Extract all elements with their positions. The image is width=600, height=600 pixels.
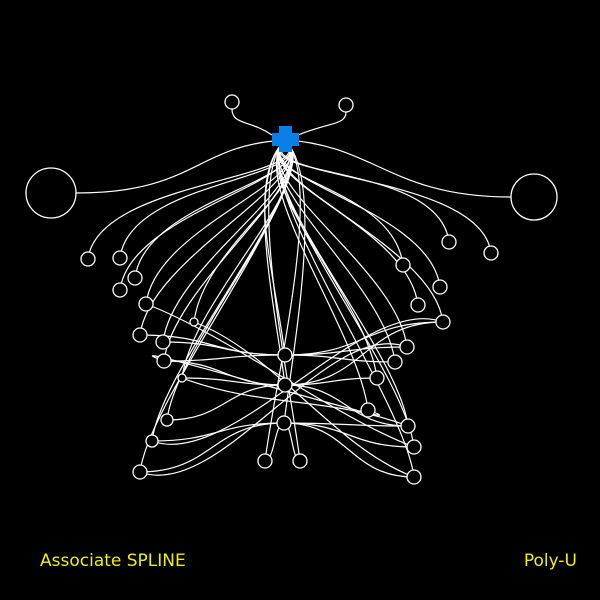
spline-curve (284, 321, 444, 386)
spline-curve (275, 139, 369, 411)
node-circle[interactable] (387, 354, 403, 370)
node-circle[interactable] (406, 439, 422, 455)
node-circle[interactable] (132, 327, 148, 343)
spline-curve (163, 139, 293, 362)
hub-node-circle[interactable] (276, 415, 292, 431)
node-circle[interactable] (127, 270, 143, 286)
spline-curve (284, 377, 378, 386)
spline-curve (139, 422, 285, 473)
node-circle[interactable] (189, 317, 199, 327)
spline-curve (119, 139, 291, 259)
node-circle[interactable] (292, 453, 308, 469)
spline-curve (278, 139, 415, 478)
node-circle[interactable] (177, 373, 187, 383)
node-circle[interactable] (156, 353, 172, 369)
node-circle[interactable] (400, 418, 416, 434)
spline-curve (139, 139, 292, 336)
node-circle[interactable] (441, 234, 457, 250)
spline-curve (151, 318, 444, 445)
spline-curve (278, 139, 415, 448)
node-circle[interactable] (112, 282, 128, 298)
spline-curve (162, 341, 286, 356)
node-circle[interactable] (369, 370, 385, 386)
node-circle[interactable] (224, 94, 240, 110)
spline-curve (284, 384, 409, 427)
node-circle[interactable] (435, 314, 451, 330)
node-circle[interactable] (160, 413, 174, 427)
spline-curve (181, 377, 409, 427)
hub-node-circle[interactable] (277, 377, 293, 393)
spline-curve (231, 108, 273, 136)
hub-node-circle[interactable] (277, 347, 293, 363)
node-circle[interactable] (112, 250, 128, 266)
node-circle[interactable] (410, 297, 426, 313)
node-circle[interactable] (338, 97, 354, 113)
spline-curve (163, 354, 286, 362)
spline-curve (145, 303, 415, 448)
node-circle[interactable] (510, 173, 558, 221)
spline-curve (87, 139, 291, 260)
spline-curve (283, 422, 409, 427)
spline-curve (119, 139, 291, 291)
node-circle[interactable] (80, 251, 96, 267)
spline-curve (297, 111, 347, 136)
node-circle[interactable] (25, 167, 77, 219)
cross-icon[interactable] (272, 126, 299, 152)
node-circle[interactable] (395, 257, 411, 273)
spline-curve (283, 422, 415, 448)
node-circle[interactable] (155, 334, 171, 350)
node-circle[interactable] (360, 402, 376, 418)
node-circle[interactable] (138, 296, 154, 312)
spline-curve (193, 139, 294, 323)
node-circle[interactable] (399, 339, 415, 355)
mode-label: Associate SPLINE (40, 551, 186, 571)
node-circle[interactable] (257, 453, 273, 469)
spline-curve (283, 422, 415, 478)
shape-label: Poly-U (523, 551, 577, 571)
spline-curve (139, 139, 292, 473)
spline-curve (139, 343, 408, 476)
node-circle[interactable] (406, 469, 422, 485)
spline-curve (277, 139, 409, 427)
spline-curve (284, 346, 408, 356)
spline-curve (284, 139, 512, 198)
spline-curve (280, 139, 492, 254)
spline-curve (75, 139, 286, 194)
spline-curve (264, 139, 286, 356)
node-circle[interactable] (432, 279, 448, 295)
spline-curve (193, 321, 415, 478)
spline-curve (181, 377, 286, 386)
spline-curve (284, 354, 396, 363)
spline-curve (152, 355, 380, 416)
spline-curve (166, 384, 286, 421)
node-circle[interactable] (483, 245, 499, 261)
spline-curve (278, 139, 444, 323)
node-circle[interactable] (132, 464, 148, 480)
node-circle[interactable] (145, 434, 159, 448)
